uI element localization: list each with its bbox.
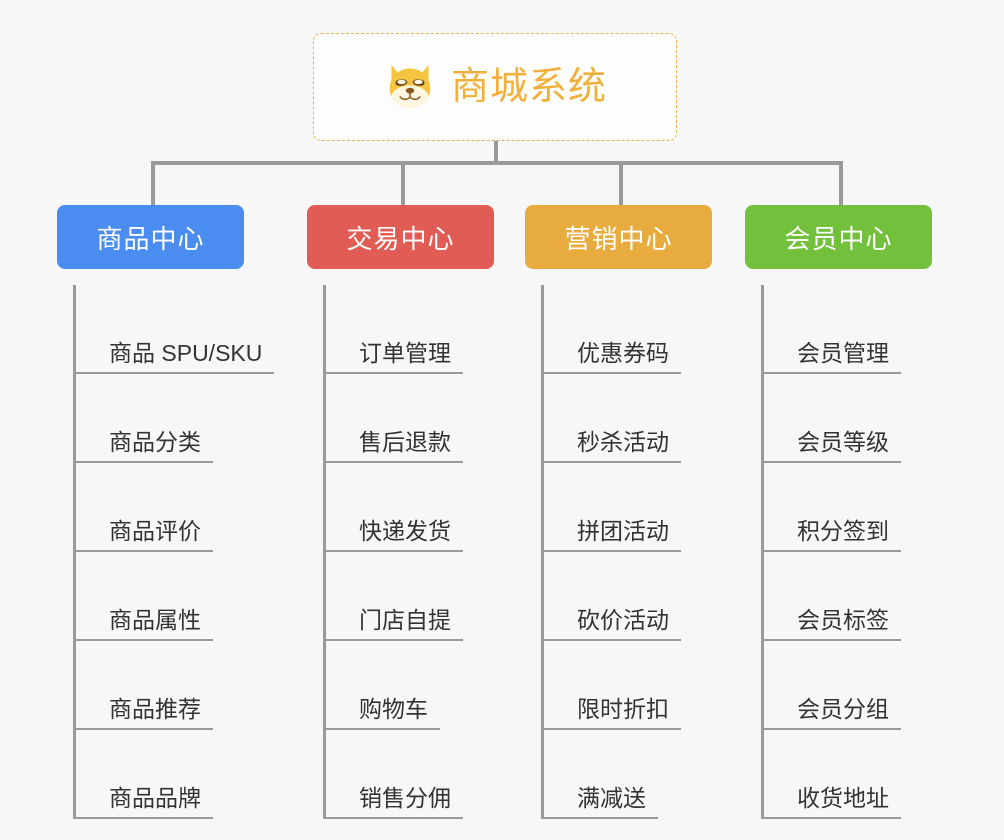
connector-drop-4	[839, 161, 843, 205]
list-item-label: 积分签到	[761, 518, 901, 552]
branch-header-2[interactable]: 交易中心	[307, 205, 494, 269]
list-item[interactable]: 优惠券码	[541, 285, 765, 374]
list-item[interactable]: 会员标签	[761, 552, 985, 641]
list-item-label: 商品分类	[73, 429, 213, 463]
branch-header-1[interactable]: 商品中心	[57, 205, 244, 269]
list-item-label: 满减送	[541, 785, 658, 819]
branch-header-4[interactable]: 会员中心	[745, 205, 932, 269]
branch-column-4: 会员中心 会员管理 会员等级 积分签到 会员标签 会员分组 收货地址	[745, 205, 985, 835]
list-item[interactable]: 会员分组	[761, 641, 985, 730]
list-item-label: 商品 SPU/SKU	[73, 340, 275, 374]
list-item-label: 商品评价	[73, 518, 213, 552]
list-item[interactable]: 限时折扣	[541, 641, 765, 730]
list-item-label: 商品品牌	[73, 785, 213, 819]
list-item-label: 秒杀活动	[541, 429, 681, 463]
root-title: 商城系统	[450, 66, 607, 108]
list-item[interactable]: 商品属性	[73, 552, 297, 641]
list-item-label: 售后退款	[323, 429, 463, 463]
list-item[interactable]: 快递发货	[323, 463, 547, 552]
branch-leaf-list-3: 优惠券码 秒杀活动 拼团活动 砍价活动 限时折扣 满减送	[541, 285, 765, 819]
list-item[interactable]: 会员管理	[761, 285, 985, 374]
list-item-label: 砍价活动	[541, 607, 681, 641]
list-item[interactable]: 商品推荐	[73, 641, 297, 730]
list-item-label: 会员管理	[761, 340, 901, 374]
list-item-label: 商品属性	[73, 607, 213, 641]
list-item-label: 订单管理	[323, 340, 463, 374]
list-item[interactable]: 商品品牌	[73, 730, 297, 819]
list-item-label: 拼团活动	[541, 518, 681, 552]
list-item[interactable]: 收货地址	[761, 730, 985, 819]
list-item[interactable]: 售后退款	[323, 374, 547, 463]
list-item-label: 门店自提	[323, 607, 463, 641]
connector-drop-2	[401, 161, 405, 205]
list-item-label: 商品推荐	[73, 696, 213, 730]
list-item[interactable]: 会员等级	[761, 374, 985, 463]
list-item[interactable]: 商品评价	[73, 463, 297, 552]
list-item[interactable]: 购物车	[323, 641, 547, 730]
branch-leaf-list-4: 会员管理 会员等级 积分签到 会员标签 会员分组 收货地址	[761, 285, 985, 819]
list-item-label: 限时折扣	[541, 696, 681, 730]
branch-column-3: 营销中心 优惠券码 秒杀活动 拼团活动 砍价活动 限时折扣 满减送	[525, 205, 765, 835]
connector-drop-3	[619, 161, 623, 205]
list-item[interactable]: 满减送	[541, 730, 765, 819]
list-item-label: 销售分佣	[323, 785, 463, 819]
list-item-label: 购物车	[323, 696, 440, 730]
branch-leaf-list-2: 订单管理 售后退款 快递发货 门店自提 购物车 销售分佣	[323, 285, 547, 819]
list-item[interactable]: 秒杀活动	[541, 374, 765, 463]
list-item[interactable]: 门店自提	[323, 552, 547, 641]
connector-drop-1	[151, 161, 155, 205]
list-item-label: 会员等级	[761, 429, 901, 463]
connector-root-stem	[494, 141, 498, 163]
list-item-label: 优惠券码	[541, 340, 681, 374]
root-node[interactable]: 商城系统	[313, 33, 677, 141]
list-item[interactable]: 销售分佣	[323, 730, 547, 819]
list-item-label: 收货地址	[761, 785, 901, 819]
list-item-label: 会员标签	[761, 607, 901, 641]
connector-horizontal-bar	[151, 161, 843, 165]
list-item-label: 会员分组	[761, 696, 901, 730]
branch-header-3[interactable]: 营销中心	[525, 205, 712, 269]
list-item[interactable]: 积分签到	[761, 463, 985, 552]
list-item[interactable]: 砍价活动	[541, 552, 765, 641]
list-item[interactable]: 订单管理	[323, 285, 547, 374]
list-item[interactable]: 拼团活动	[541, 463, 765, 552]
list-item[interactable]: 商品分类	[73, 374, 297, 463]
list-item[interactable]: 商品 SPU/SKU	[73, 285, 297, 374]
list-item-label: 快递发货	[323, 518, 463, 552]
branch-leaf-list-1: 商品 SPU/SKU 商品分类 商品评价 商品属性 商品推荐 商品品牌	[73, 285, 297, 819]
branch-column-2: 交易中心 订单管理 售后退款 快递发货 门店自提 购物车 销售分佣	[307, 205, 547, 835]
branch-column-1: 商品中心 商品 SPU/SKU 商品分类 商品评价 商品属性 商品推荐 商品品牌	[57, 205, 297, 835]
shiba-dog-icon	[389, 65, 431, 108]
